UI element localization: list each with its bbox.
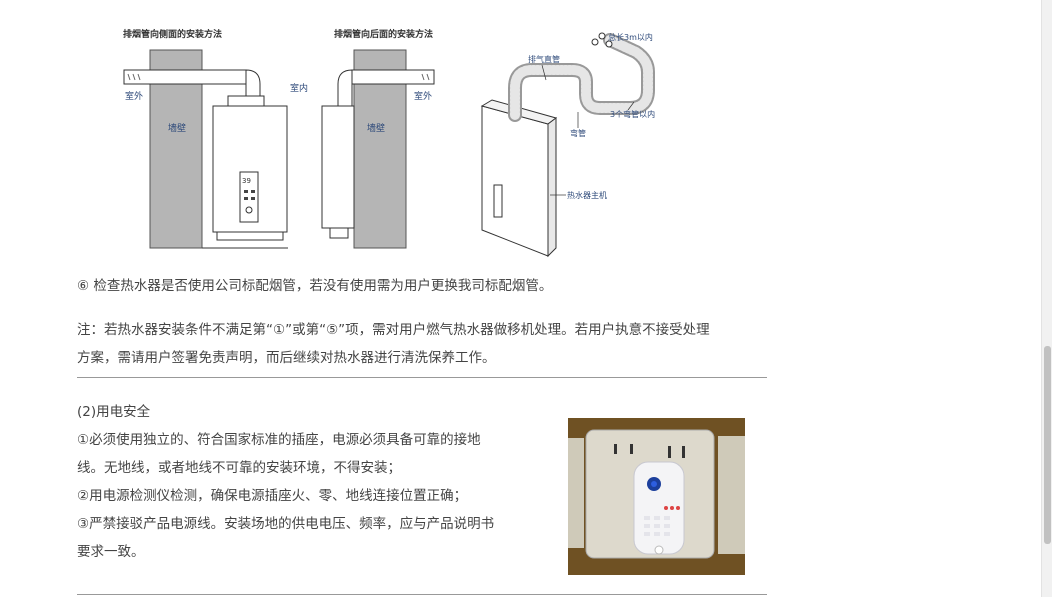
total-length-label: 总长3m以内 — [608, 32, 653, 42]
middle-outdoor-label: 室外 — [414, 90, 432, 102]
section-title: (2)用电安全 — [77, 404, 151, 420]
item-6-text: ⑥ 检查热水器是否使用公司标配烟管，若没有使用需为用户更换我司标配烟管。 — [77, 278, 553, 294]
right-heater-body — [481, 105, 549, 257]
rule-3-line-1: ③严禁接驳产品电源线。安装场地的供电电压、频率，应与产品说明书 — [77, 516, 495, 532]
flue-installation-diagram: 排烟管向侧面的安装方法 室外 墙壁 室内 39 排烟管向后面的安装方法 墙壁 室… — [123, 28, 655, 258]
rule-1-line-2: 线。无地线，或者地线不可靠的安装环境，不得安装； — [77, 460, 401, 476]
vertical-scrollbar[interactable] — [1041, 0, 1052, 597]
left-wall-label: 墙壁 — [168, 122, 186, 134]
heater-control-panel — [239, 171, 259, 223]
rule-2: ②用电源检测仪检测，确保电源插座火、零、地线连接位置正确； — [77, 488, 468, 504]
left-outdoor-label: 室外 — [125, 90, 143, 102]
three-elbows-label: 3个弯管以内 — [610, 109, 655, 119]
left-flue-pipe — [123, 69, 247, 85]
exhaust-pipe-label: 排气直管 — [528, 54, 560, 64]
middle-wall-label: 墙壁 — [367, 122, 385, 134]
divider-2 — [77, 594, 767, 595]
socket-tester-photo — [568, 418, 745, 575]
middle-heater-body — [321, 105, 355, 229]
note-line-1: 注：若热水器安装条件不满足第“①”或第“⑤”项，需对用户燃气热水器做移机处理。若… — [77, 322, 710, 338]
rule-1-line-1: ①必须使用独立的、符合国家标准的插座，电源必须具备可靠的接地 — [77, 432, 481, 448]
middle-flue-pipe — [351, 69, 435, 85]
left-diagram-title: 排烟管向侧面的安装方法 — [123, 28, 222, 40]
middle-diagram-title: 排烟管向后面的安装方法 — [334, 28, 433, 40]
rule-3-line-2: 要求一致。 — [77, 544, 145, 560]
indoor-label: 室内 — [290, 82, 308, 94]
scrollbar-thumb[interactable] — [1044, 346, 1051, 544]
elbow-label: 弯管 — [570, 128, 586, 138]
note-line-2: 方案，需请用户签署免责声明，而后继续对热水器进行清洗保养工作。 — [77, 350, 496, 366]
divider-1 — [77, 377, 767, 378]
heater-unit-label: 热水器主机 — [567, 190, 607, 200]
heater-display: 39 — [242, 177, 251, 185]
